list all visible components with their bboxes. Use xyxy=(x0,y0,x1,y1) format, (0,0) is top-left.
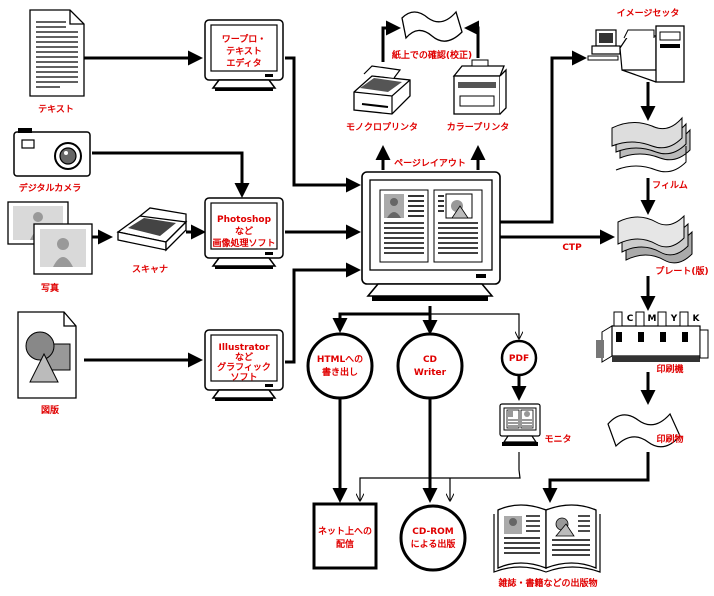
pdf-node xyxy=(500,339,538,377)
press-label: 印刷機 xyxy=(656,363,683,375)
printed-matter-label: 印刷物 xyxy=(656,433,683,445)
text-label: テキスト xyxy=(38,104,74,115)
web-line-1: ネット上への xyxy=(318,525,372,537)
press-unit-c: C xyxy=(627,314,634,324)
press-unit-y: Y xyxy=(670,314,678,324)
document-icon xyxy=(29,9,85,97)
flyer-icon xyxy=(607,412,681,448)
figure-document-icon xyxy=(17,311,77,399)
illustrator-line-3: グラフィック xyxy=(217,361,271,373)
ctp-label: CTP xyxy=(562,243,582,253)
paper-proof-label: 紙上での確認(校正) xyxy=(392,49,472,61)
html-line-1: HTMLへの xyxy=(317,354,363,365)
html-line-2: 書き出し xyxy=(322,366,358,378)
scanner-label: スキャナ xyxy=(132,264,168,275)
wordpro-line-1: ワープロ・ xyxy=(222,33,266,45)
wordpro-line-2: テキスト xyxy=(226,46,262,57)
cdrom-node xyxy=(399,504,467,572)
publication-label: 雑誌・書籍などの出版物 xyxy=(497,577,597,589)
illustrator-line-4: ソフト xyxy=(230,372,257,383)
figure-label: 図版 xyxy=(41,404,59,416)
mono-printer-label: モノクロプリンタ xyxy=(346,121,418,133)
web-delivery-node xyxy=(312,502,378,570)
scanner-icon xyxy=(116,207,188,252)
cdrom-line-2: による出版 xyxy=(411,538,456,550)
cdrom-line-1: CD-ROM xyxy=(412,527,454,537)
illustrator-line-1: Illustrator xyxy=(218,343,270,353)
pdf-label: PDF xyxy=(509,354,529,364)
photoshop-line-3: 画像処理ソフト xyxy=(212,237,275,249)
camera-icon xyxy=(13,128,91,177)
color-printer-icon xyxy=(452,59,507,115)
plate-icon xyxy=(617,214,693,264)
magazine-icon xyxy=(493,504,601,573)
photoshop-line-2: など xyxy=(235,225,253,237)
photo-icon xyxy=(7,201,93,275)
film-icon xyxy=(611,116,691,173)
wordpro-line-3: エディタ xyxy=(226,57,261,69)
cd-writer-line-2: Writer xyxy=(414,368,447,378)
thin-connectors xyxy=(360,313,520,500)
web-line-2: 配信 xyxy=(336,538,354,550)
imagesetter-label: イメージセッタ xyxy=(617,7,680,19)
printer-icon xyxy=(353,65,411,115)
page-layout-label: ページレイアウト xyxy=(394,158,466,169)
press-icon xyxy=(596,311,709,363)
photo-label: 写真 xyxy=(41,282,59,294)
layout-monitor-icon xyxy=(361,171,501,301)
connectors xyxy=(84,20,656,503)
press-unit-m: M xyxy=(648,314,657,324)
photoshop-line-1: Photoshop xyxy=(217,215,272,225)
monitor-label: モニタ xyxy=(544,433,571,445)
plate-label: プレート(版) xyxy=(655,265,708,277)
pdf-monitor-icon xyxy=(499,403,541,446)
cd-writer-node xyxy=(396,332,464,400)
html-export-node xyxy=(306,332,374,400)
press-unit-k: K xyxy=(693,314,701,324)
film-label: フィルム xyxy=(652,180,688,191)
paper-icon xyxy=(401,10,463,42)
illustrator-line-2: など xyxy=(235,351,253,363)
imagesetter-icon xyxy=(587,25,685,83)
color-printer-label: カラープリンタ xyxy=(447,121,509,133)
camera-label: デジタルカメラ xyxy=(19,182,82,194)
cd-writer-line-1: CD xyxy=(423,355,437,365)
